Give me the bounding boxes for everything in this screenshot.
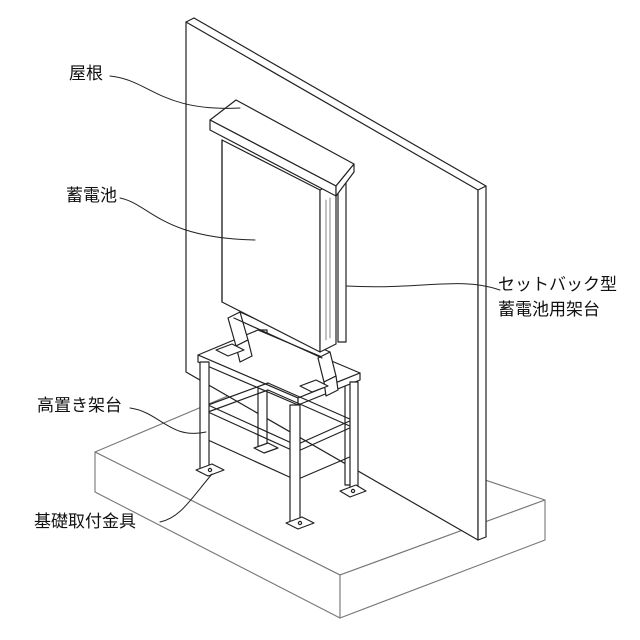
- setback-label-line2: 蓄電池用架台: [498, 302, 600, 319]
- setback-label-line1: セットバック型: [498, 277, 617, 294]
- base-fitting-label: 基礎取付金具: [34, 514, 136, 531]
- roof-label: 屋根: [69, 66, 103, 83]
- support-post: [338, 176, 346, 342]
- battery-label: 蓄電池: [66, 188, 117, 205]
- elevated-stand-label: 高置き架台: [37, 398, 122, 415]
